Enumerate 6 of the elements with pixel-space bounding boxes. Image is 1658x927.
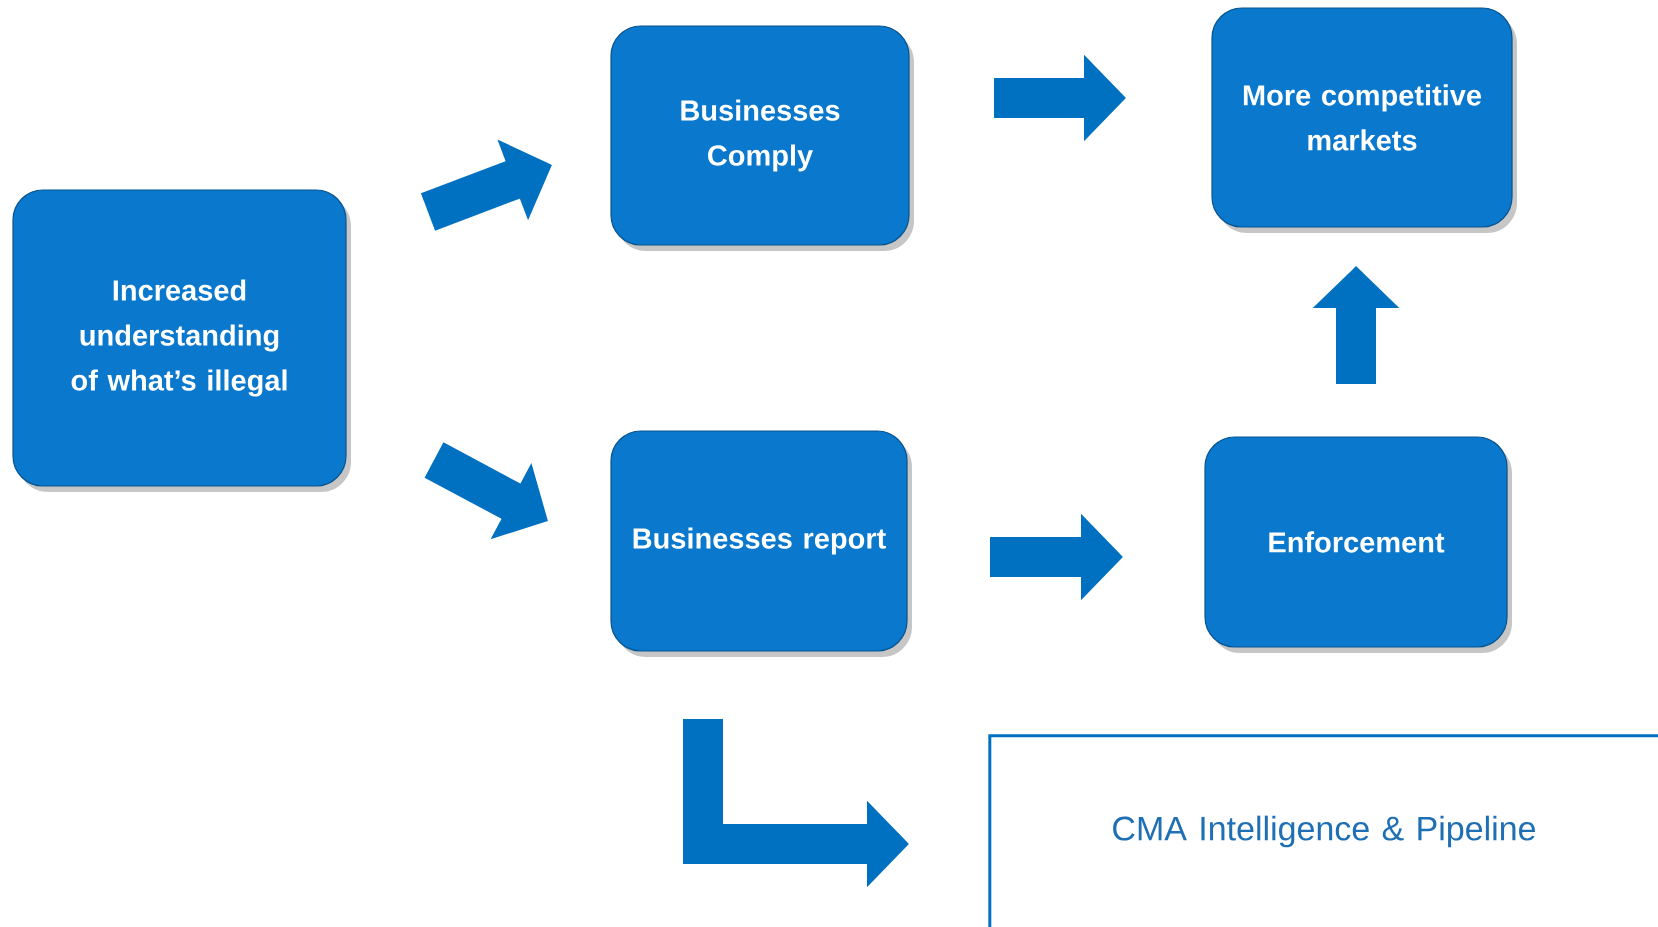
process-box: More competitive markets xyxy=(1211,7,1517,233)
process-box: Enforcement xyxy=(1204,436,1512,653)
process-box: Businesses Comply xyxy=(610,25,914,251)
process-box: Increased understanding of what’s illegal xyxy=(12,189,351,492)
process-box: Businesses report xyxy=(610,430,912,657)
open-frame-box: CMA Intelligence & Pipeline xyxy=(988,734,1658,927)
